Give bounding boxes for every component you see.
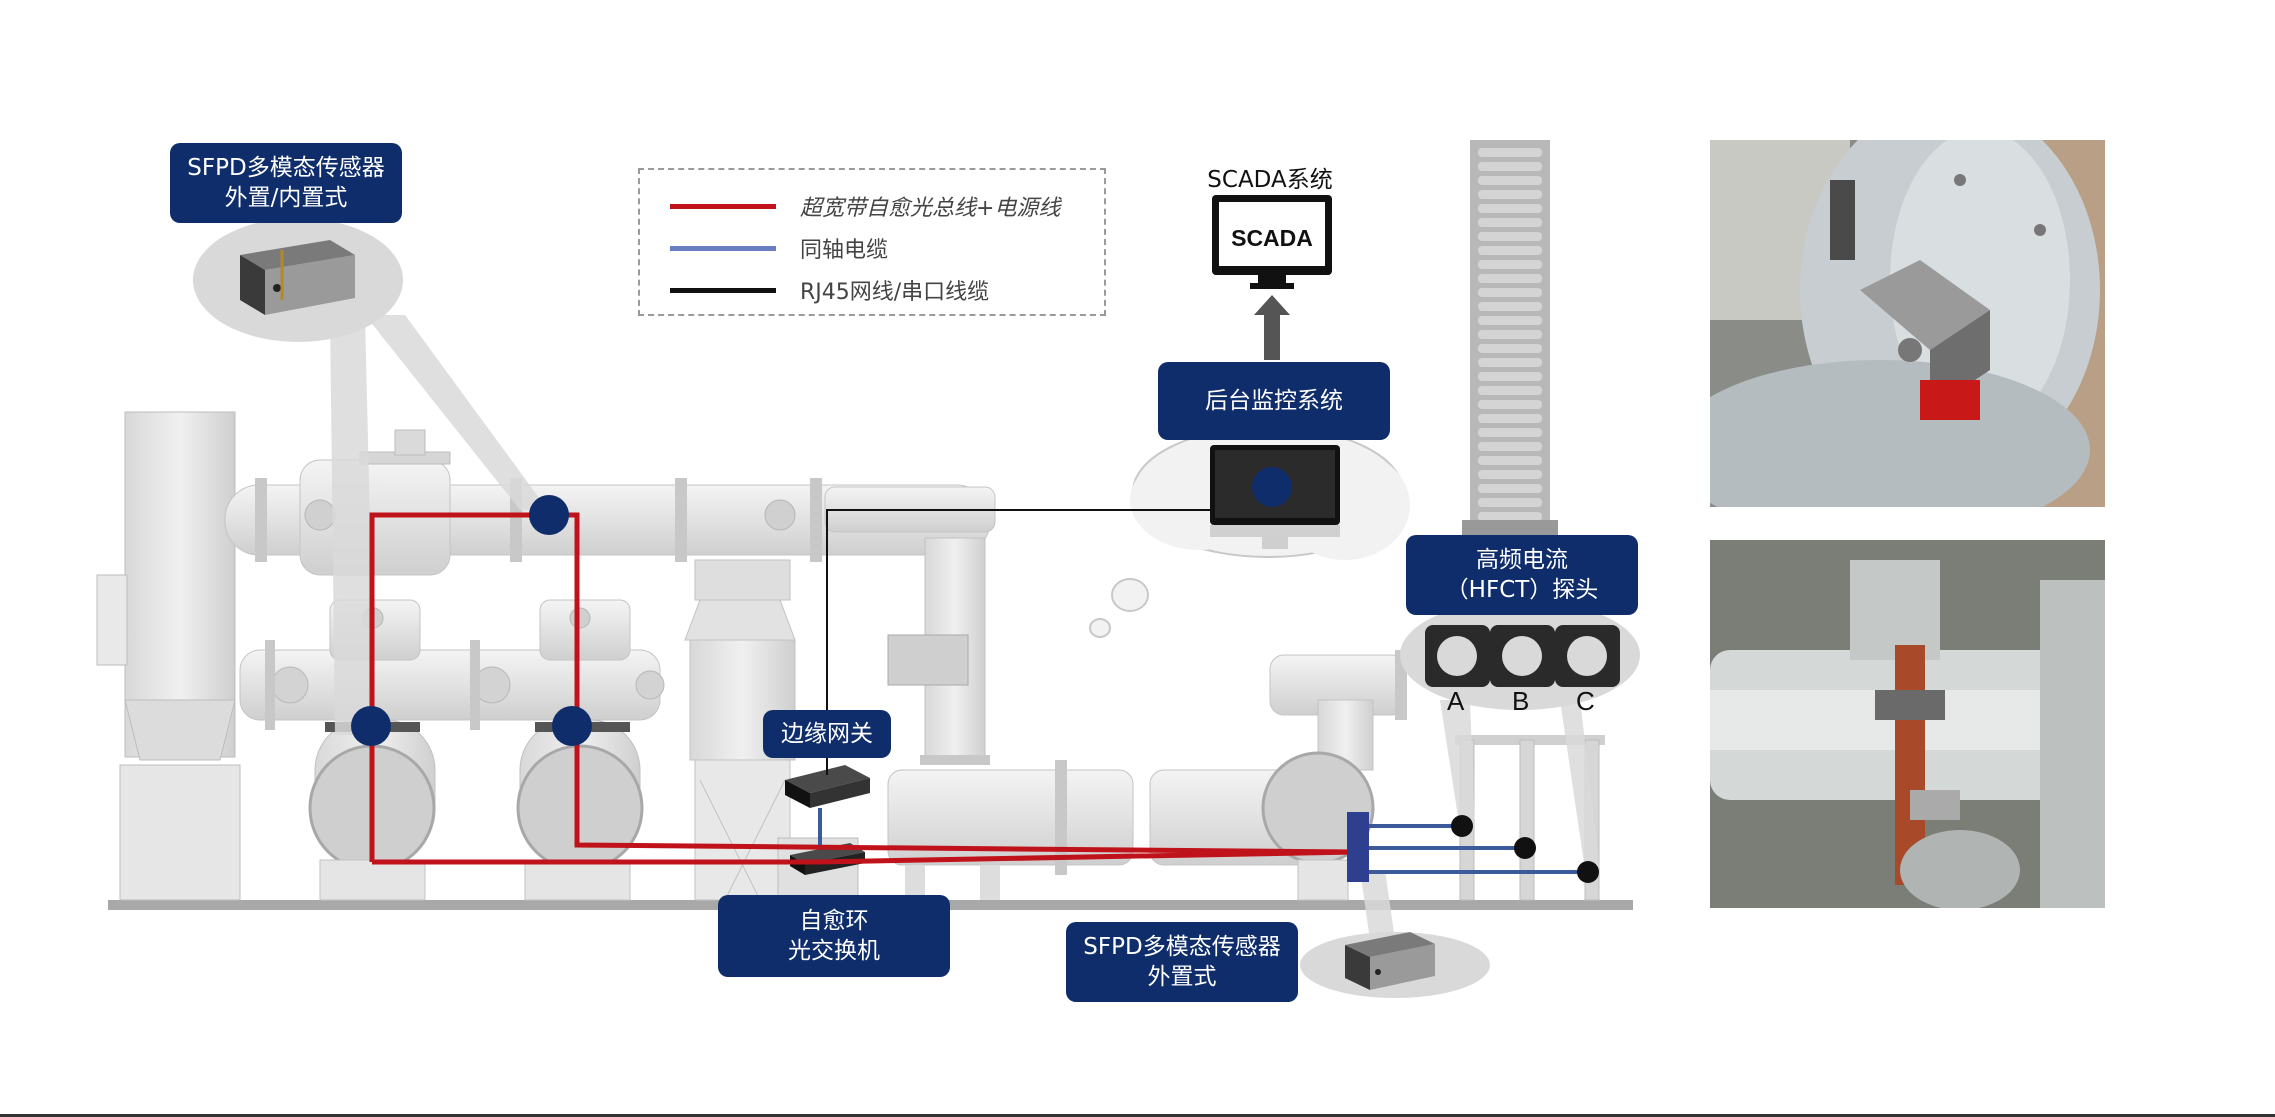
hfct-probe-b (1490, 625, 1555, 687)
breaker-tank-2 (516, 719, 644, 901)
legend-swatch-red (670, 203, 776, 209)
insulator-fin (1478, 302, 1542, 311)
probe-node-b (1514, 837, 1536, 859)
insulator-fin (1478, 386, 1542, 395)
insulator-fin (1478, 232, 1542, 241)
legend-box: 超宽带自愈光总线+电源线 同轴电缆 RJ45网线/串口线缆 (638, 168, 1106, 316)
rj45-cables (826, 509, 1210, 775)
legend-label-fiber: 超宽带自愈光总线+电源线 (800, 196, 1061, 221)
insulator-fin (1478, 246, 1542, 255)
insulator-fin (1478, 442, 1542, 451)
probe-node-c (1577, 861, 1599, 883)
sensor-node-left (351, 706, 391, 746)
hfct-probe-c (1555, 625, 1620, 687)
insulator-fin (1478, 330, 1542, 339)
sensor-node-top (529, 495, 569, 535)
insulator-fin (1478, 400, 1542, 409)
sfpd-sensor-icon-bottom (1345, 932, 1435, 990)
label-sfpd-bottom: SFPD多模态传感器 外置式 (1066, 922, 1298, 1002)
label-hfct-probe: 高频电流 （HFCT）探头 (1406, 535, 1638, 615)
insulator-fin (1478, 176, 1542, 185)
edge-gateway-device (785, 765, 870, 808)
scada-caption: SCADA系统 (1207, 167, 1333, 193)
vertical-column (887, 537, 990, 765)
insulator-fin (1478, 288, 1542, 297)
insulator-fin (1478, 372, 1542, 381)
photo-sensor-installed (1710, 140, 2105, 507)
insulator-fin (1478, 358, 1542, 367)
bottom-rule (0, 1114, 2275, 1117)
hfct-probe-a (1425, 625, 1490, 687)
insulator-fin (1478, 274, 1542, 283)
insulator-fin (1478, 316, 1542, 325)
insulator-fin (1478, 414, 1542, 423)
insulator-fin (1478, 456, 1542, 465)
insulator-fin (1478, 204, 1542, 213)
legend-item-fiber: 超宽带自愈光总线+电源线 (670, 190, 1060, 222)
fiber-bus-line (369, 512, 1356, 865)
insulator-fin (1478, 498, 1542, 507)
label-backend-system: 后台监控系统 (1158, 362, 1390, 440)
insulator-fin (1478, 470, 1542, 479)
probe-node-a (1451, 815, 1473, 837)
legend-swatch-blue (670, 245, 776, 251)
label-sfpd-top: SFPD多模态传感器 外置/内置式 (170, 143, 402, 223)
legend-label-rj45: RJ45网线/串口线缆 (800, 280, 990, 305)
scada-monitor-icon: SCADA (1212, 195, 1332, 289)
photo-hfct-graphic (1710, 540, 2105, 908)
center-tower (684, 559, 796, 901)
label-optical-switch: 自愈环 光交换机 (718, 895, 950, 977)
photo-sensor-graphic (1710, 140, 2105, 507)
middle-busbar (239, 599, 665, 730)
legend-swatch-black (670, 287, 776, 293)
monitor-icon (1210, 445, 1340, 549)
coax-cables (1368, 824, 1588, 874)
legend-item-rj45: RJ45网线/串口线缆 (670, 274, 989, 306)
left-cabinet (96, 411, 241, 901)
upload-arrow-icon (1254, 295, 1290, 360)
insulator-fin (1478, 428, 1542, 437)
sfpd-sensor-icon-top (240, 240, 355, 315)
label-edge-gateway: 边缘网关 (763, 710, 891, 758)
insulator-fin (1478, 344, 1542, 353)
photo-hfct-installed (1710, 540, 2105, 908)
bottom-pipe (887, 760, 1321, 900)
insulator-fin (1478, 260, 1542, 269)
insulator-fin (1478, 484, 1542, 493)
right-elbow (1261, 650, 1407, 901)
scada-screen-text: SCADA (1231, 225, 1313, 251)
insulator-fin (1478, 148, 1542, 157)
probe-label-c: C (1576, 686, 1595, 716)
insulator-fin (1478, 218, 1542, 227)
insulator-fin (1478, 162, 1542, 171)
insulator-fin (1478, 190, 1542, 199)
bushing-insulator (1462, 140, 1558, 538)
probe-label-a: A (1447, 686, 1465, 716)
sensor-node-right (552, 706, 592, 746)
probe-label-b: B (1512, 686, 1530, 716)
insulator-fin (1478, 512, 1542, 521)
legend-item-coax: 同轴电缆 (670, 232, 888, 264)
coax-connector (1347, 812, 1369, 882)
legend-label-coax: 同轴电缆 (800, 238, 889, 263)
